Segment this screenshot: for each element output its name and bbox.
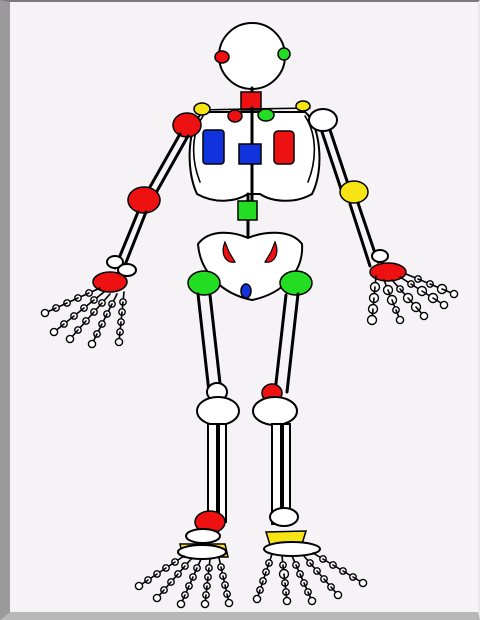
upper-sternum-joint-right[interactable] [258,109,274,121]
right-hand-fingers [368,274,458,325]
pelvis-center-joint[interactable] [241,284,251,298]
right-toe-3-joint[interactable] [308,597,315,604]
left-foot [178,545,226,559]
right-finger-5-joint[interactable] [450,290,457,297]
right-knee[interactable] [253,397,297,425]
left-elbow-joint[interactable] [128,187,160,213]
left-humerus-inner [152,136,188,200]
right-clavicle-joint[interactable] [296,101,310,111]
left-humerus [146,134,180,194]
right-lung[interactable] [274,131,294,164]
right-humerus-inner [322,132,342,192]
left-finger-3-joint[interactable] [66,335,73,342]
right-finger-2-joint[interactable] [396,316,403,323]
left-toe-4-joint[interactable] [201,600,208,607]
left-finger-2-joint[interactable] [50,328,57,335]
right-carpal-1 [372,250,388,262]
left-knee[interactable] [197,397,239,425]
right-femur-outer [275,295,286,392]
left-toe-5-joint[interactable] [225,599,232,606]
clavicle-bar [196,108,310,110]
left-femur-outer [198,294,209,392]
left-clavicle-joint[interactable] [194,103,210,115]
right-femur-inner [287,294,298,392]
left-toe-1-joint[interactable] [135,582,142,589]
right-finger-3-joint[interactable] [420,312,427,319]
left-finger-4-joint[interactable] [88,340,95,347]
right-toe-4-joint[interactable] [334,591,341,598]
right-shoulder-joint[interactable] [309,109,337,131]
skeleton-figure [20,4,480,614]
right-toe-1-joint[interactable] [253,595,260,602]
right-ankle-bone-top [270,508,298,526]
spine-joint[interactable] [238,201,257,220]
skull-left-joint[interactable] [215,51,229,63]
right-humerus [330,130,350,190]
left-femur-inner [210,295,221,392]
right-hip-joint[interactable] [280,271,312,295]
left-tibia [208,424,217,524]
right-toe-5-joint[interactable] [359,579,366,586]
left-finger-5-joint[interactable] [115,338,122,345]
right-elbow-joint[interactable] [340,181,368,203]
left-toe-2-joint[interactable] [153,594,160,601]
left-fibula [219,424,226,522]
right-finger-1-joint[interactable] [368,316,377,325]
right-finger-4-joint[interactable] [440,301,447,308]
upper-sternum-joint-left[interactable] [228,110,242,122]
left-finger-1-joint[interactable] [41,309,48,316]
right-foot-toes [253,553,366,605]
skull-right-joint[interactable] [278,48,290,60]
left-toe-3-joint[interactable] [177,600,184,607]
left-ankle-bone [186,529,220,543]
left-hand-fingers [41,288,126,348]
left-lung[interactable] [203,130,224,164]
left-foot-toes [135,556,232,608]
left-shoulder-joint[interactable] [173,113,201,137]
heart[interactable] [239,144,261,164]
right-toe-2-joint[interactable] [283,597,290,604]
left-hip-joint[interactable] [188,271,220,295]
